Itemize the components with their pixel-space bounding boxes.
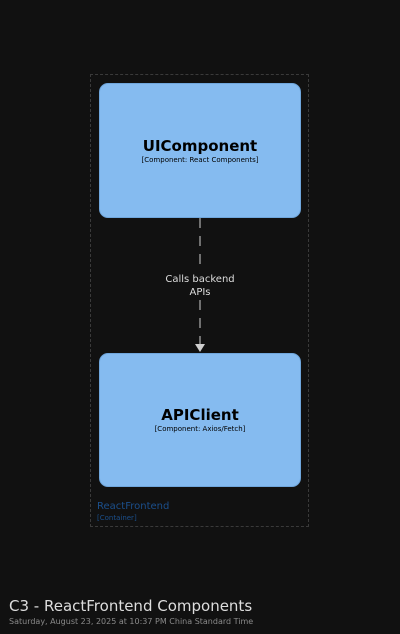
relationship-label-line2: APIs (189, 287, 211, 298)
diagram-title: C3 - ReactFrontend Components (9, 597, 253, 615)
arrow-head (195, 344, 205, 352)
boundary-name: ReactFrontend (97, 501, 170, 512)
container-boundary (90, 74, 309, 527)
component-title: APIClient (161, 406, 239, 424)
component-type: [Component: React Components] (141, 156, 259, 164)
diagram-timestamp: Saturday, August 23, 2025 at 10:37 PM Ch… (9, 617, 254, 626)
relationship-label: Calls backend APIs (150, 273, 250, 299)
component-apiclient[interactable]: APIClient [Component: Axios/Fetch] (99, 353, 301, 487)
component-title: UIComponent (142, 137, 258, 155)
boundary-type: [Container] (97, 514, 137, 522)
component-type: [Component: Axios/Fetch] (154, 425, 246, 433)
component-uicomponent[interactable]: UIComponent [Component: React Components… (99, 83, 301, 218)
relationship-label-line1: Calls backend (165, 274, 235, 285)
